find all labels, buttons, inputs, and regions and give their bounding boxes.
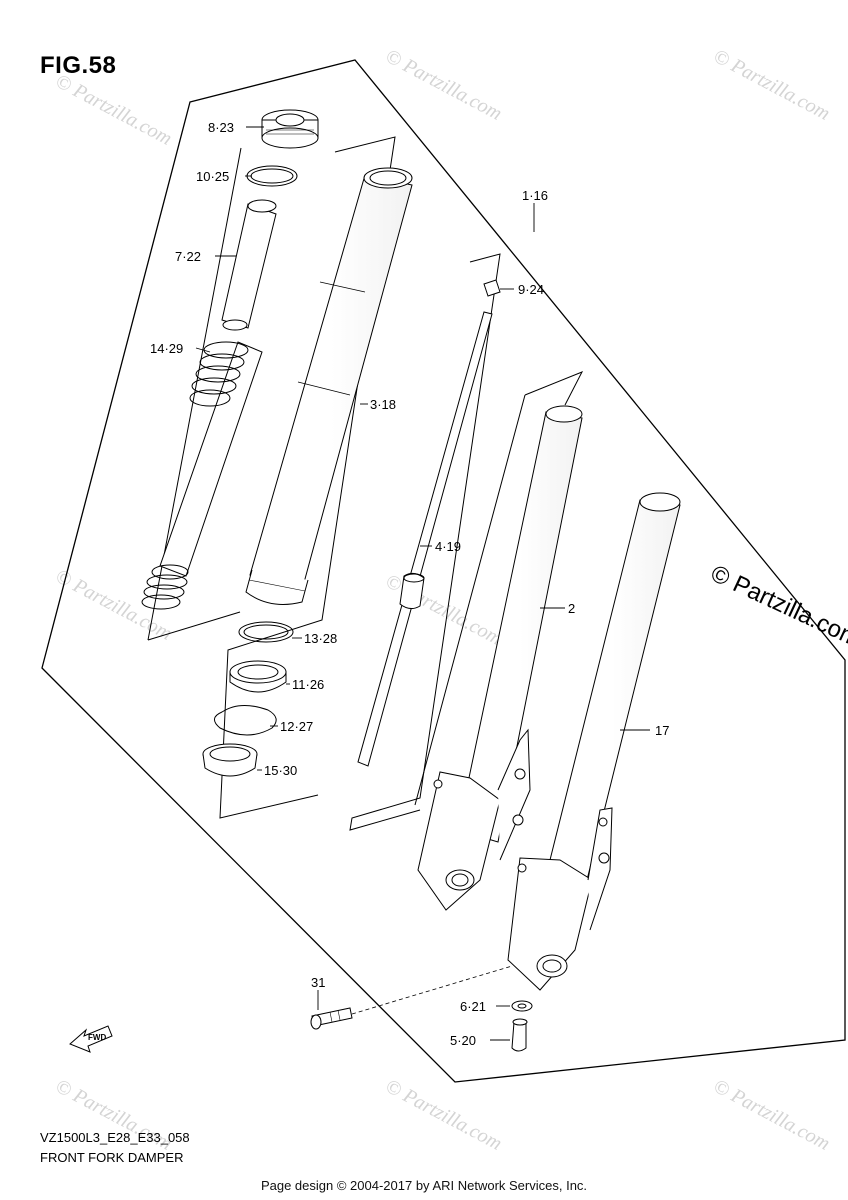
inner-tube-part	[245, 167, 413, 605]
spring-group-bottom	[147, 611, 241, 641]
callout-3-18: 3·18	[370, 397, 396, 412]
outer-tube-group-outline	[524, 371, 584, 406]
callout-2: 2	[568, 601, 575, 616]
callout-13-28: 13·28	[304, 631, 337, 646]
o-ring-part	[246, 165, 298, 187]
bolt-part	[310, 1007, 353, 1030]
fwd-label: FWD	[88, 1033, 106, 1042]
washer-part	[511, 1000, 533, 1012]
callout-11-26: 11·26	[292, 677, 324, 692]
assembly-outline	[41, 59, 846, 1083]
callout-6-21: 6·21	[460, 999, 486, 1014]
drain-bolt-part	[511, 1018, 528, 1052]
callout-5-20: 5·20	[450, 1033, 476, 1048]
inner-tube-group-outline	[219, 136, 396, 819]
outer-tube-right-part	[507, 492, 681, 991]
damper-rod-part	[357, 311, 493, 767]
callout-12-27: 12·27	[280, 719, 313, 734]
callout-9-24: 9·24	[518, 282, 544, 297]
callout-17: 17	[655, 723, 669, 738]
callout-31: 31	[311, 975, 325, 990]
callout-8-23: 8·23	[208, 120, 234, 135]
callout-15-30: 15·30	[264, 763, 297, 778]
callout-10-25: 10·25	[196, 169, 229, 184]
dust-ring-part	[238, 621, 294, 643]
callout-1-16: 1·16	[522, 188, 548, 203]
figure-title: FIG.58	[40, 52, 117, 79]
figure-caption: FRONT FORK DAMPER	[40, 1150, 184, 1165]
spacer-part	[221, 199, 277, 331]
model-code: VZ1500L3_E28_E33_058	[40, 1130, 190, 1145]
damper-rod-group-outline	[349, 253, 501, 831]
dust-seal-part	[202, 743, 258, 777]
callout-4-19: 4·19	[435, 539, 461, 554]
stopper-ring-part	[214, 705, 277, 736]
cap-bolt-part	[261, 109, 319, 149]
oil-seal-part	[229, 660, 287, 693]
callout-14-29: 14·29	[150, 341, 183, 356]
bolt-alignment-line	[351, 965, 513, 1015]
fwd-arrow-icon: FWD	[69, 1025, 113, 1053]
spring-part	[141, 341, 263, 610]
outer-tube-left-part	[417, 405, 583, 911]
leader-lines	[195, 126, 650, 1041]
outer-tube-group-edge	[414, 394, 526, 806]
nut-part	[483, 279, 501, 297]
page-footer: Page design © 2004-2017 by ARI Network S…	[260, 1178, 588, 1193]
callout-7-22: 7·22	[175, 249, 201, 264]
